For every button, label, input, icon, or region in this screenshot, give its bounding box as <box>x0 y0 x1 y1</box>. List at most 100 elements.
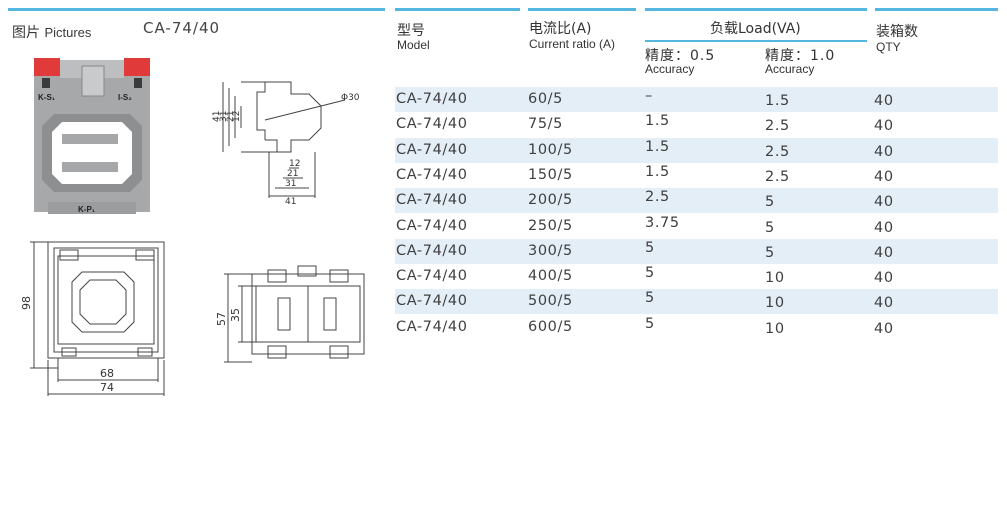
cell-accuracy-05: 5 <box>645 290 655 307</box>
cell-accuracy-10: 10 <box>765 320 785 337</box>
header-model-en: Model <box>397 38 430 52</box>
cell-model: CA-74/40 <box>396 293 468 310</box>
cell-ratio: 500/5 <box>528 293 573 310</box>
dim-left-31: 31 <box>219 111 229 122</box>
cell-model: CA-74/40 <box>396 91 468 107</box>
cell-accuracy-05: 2.5 <box>645 189 670 206</box>
table-row: CA-74/40 500/5 5 10 40 <box>395 289 998 315</box>
header-rule-load <box>645 8 867 11</box>
dim-height-57: 57 <box>215 312 228 326</box>
cell-accuracy-10: 1.5 <box>765 93 790 109</box>
header-rule-ratio <box>528 8 636 11</box>
table-row: CA-74/40 60/5 – 1.5 40 <box>395 87 998 112</box>
header-model-zh: 型号 <box>397 23 425 39</box>
pictures-label-zh: 图片 <box>12 25 40 41</box>
cell-ratio: 100/5 <box>528 141 573 158</box>
header-acc05-en: Accuracy <box>645 62 695 76</box>
cell-qty: 40 <box>874 93 894 109</box>
cell-model: CA-74/40 <box>396 116 468 133</box>
cell-accuracy-10: 2.5 <box>765 118 790 135</box>
dim-bottom-41: 41 <box>285 197 296 207</box>
cell-accuracy-10: 10 <box>765 295 785 312</box>
cell-model: CA-74/40 <box>396 192 468 209</box>
header-acc05-zh: 精度：0.5 <box>645 48 716 64</box>
header-load: 负载Load(VA) <box>710 21 801 37</box>
terminal-red-left <box>34 58 60 76</box>
hole-diameter: Φ30 <box>341 93 360 103</box>
dim-left-12: 12 <box>232 111 242 122</box>
dim-bottom-12: 12 <box>289 159 300 169</box>
header-load-divider <box>645 40 867 42</box>
cell-ratio: 200/5 <box>528 192 573 209</box>
cell-accuracy-05: 1.5 <box>645 138 670 155</box>
cell-model: CA-74/40 <box>396 242 468 259</box>
cell-model: CA-74/40 <box>396 217 468 234</box>
dim-height-35: 35 <box>229 308 242 322</box>
cell-model: CA-74/40 <box>396 141 468 158</box>
table-row: CA-74/40 600/5 5 10 40 <box>395 315 998 340</box>
cell-qty: 40 <box>874 244 894 261</box>
table-row: CA-74/40 200/5 2.5 5 40 <box>395 188 998 214</box>
table-row: CA-74/40 100/5 1.5 2.5 40 <box>395 137 998 163</box>
cell-model: CA-74/40 <box>396 318 468 335</box>
top-view-drawing: 57 35 <box>215 265 365 363</box>
header-acc10-en: Accuracy <box>765 62 815 76</box>
header-qty-zh: 装箱数 <box>876 24 918 40</box>
label-k-s1: K-S₁ <box>38 93 56 102</box>
cell-accuracy-10: 5 <box>765 219 775 236</box>
cell-qty: 40 <box>874 295 894 312</box>
dim-bottom-21: 21 <box>287 169 298 179</box>
cell-ratio: 400/5 <box>528 268 573 285</box>
cell-ratio: 300/5 <box>528 242 573 259</box>
dim-left-41: 41 <box>212 111 222 122</box>
cell-qty: 40 <box>874 194 894 211</box>
header-ratio-zh: 电流比(A) <box>529 21 592 37</box>
cell-accuracy-05: – <box>645 88 653 104</box>
side-profile-drawing: 41 31 21 12 12 21 31 41 Φ30 <box>212 81 360 207</box>
cell-ratio: 600/5 <box>528 318 573 335</box>
cell-qty: 40 <box>874 168 894 185</box>
dim-width-68: 68 <box>100 367 114 380</box>
cell-accuracy-05: 1.5 <box>645 113 670 130</box>
pictures-label-en: Pictures <box>44 25 92 40</box>
cell-ratio: 150/5 <box>528 166 573 183</box>
cell-accuracy-10: 2.5 <box>765 168 790 185</box>
front-view-drawing: 98 68 74 <box>20 241 165 396</box>
terminal-red-right <box>124 58 150 76</box>
label-i-s2: I-S₂ <box>118 93 132 102</box>
cell-qty: 40 <box>874 219 894 236</box>
cell-ratio: 60/5 <box>528 91 563 107</box>
cell-model: CA-74/40 <box>396 166 468 183</box>
cell-qty: 40 <box>874 320 894 337</box>
table-row: CA-74/40 400/5 5 10 40 <box>395 264 998 289</box>
cell-qty: 40 <box>874 143 894 160</box>
header-rule-left <box>8 8 385 11</box>
cell-accuracy-05: 5 <box>645 315 655 332</box>
header-qty-en: QTY <box>876 40 901 54</box>
cell-qty: 40 <box>874 118 894 135</box>
cell-accuracy-05: 5 <box>645 265 655 282</box>
table-row: CA-74/40 75/5 1.5 2.5 40 <box>395 112 998 137</box>
cell-accuracy-10: 5 <box>765 244 775 261</box>
label-k-p1: K-P₁ <box>78 205 96 214</box>
cell-accuracy-10: 5 <box>765 194 775 211</box>
cell-accuracy-05: 3.75 <box>645 214 680 231</box>
header-rule-model <box>395 8 520 11</box>
cell-model: CA-74/40 <box>396 268 468 285</box>
cell-accuracy-10: 2.5 <box>765 143 790 160</box>
model-title: CA-74/40 <box>143 19 221 37</box>
header-acc10-zh: 精度：1.0 <box>765 48 836 64</box>
cell-ratio: 75/5 <box>528 116 563 133</box>
pictures-label: 图片 Pictures <box>12 22 91 42</box>
dim-bottom-31: 31 <box>285 179 296 189</box>
cell-accuracy-10: 10 <box>765 270 785 287</box>
cell-ratio: 250/5 <box>528 217 573 234</box>
table-row: CA-74/40 250/5 3.75 5 40 <box>395 214 998 239</box>
dim-height-98: 98 <box>20 296 33 310</box>
header-ratio-en: Current ratio (A) <box>529 37 616 51</box>
dim-width-74: 74 <box>100 381 114 394</box>
cell-qty: 40 <box>874 270 894 287</box>
cell-accuracy-05: 1.5 <box>645 163 670 180</box>
table-row: CA-74/40 150/5 1.5 2.5 40 <box>395 163 998 188</box>
